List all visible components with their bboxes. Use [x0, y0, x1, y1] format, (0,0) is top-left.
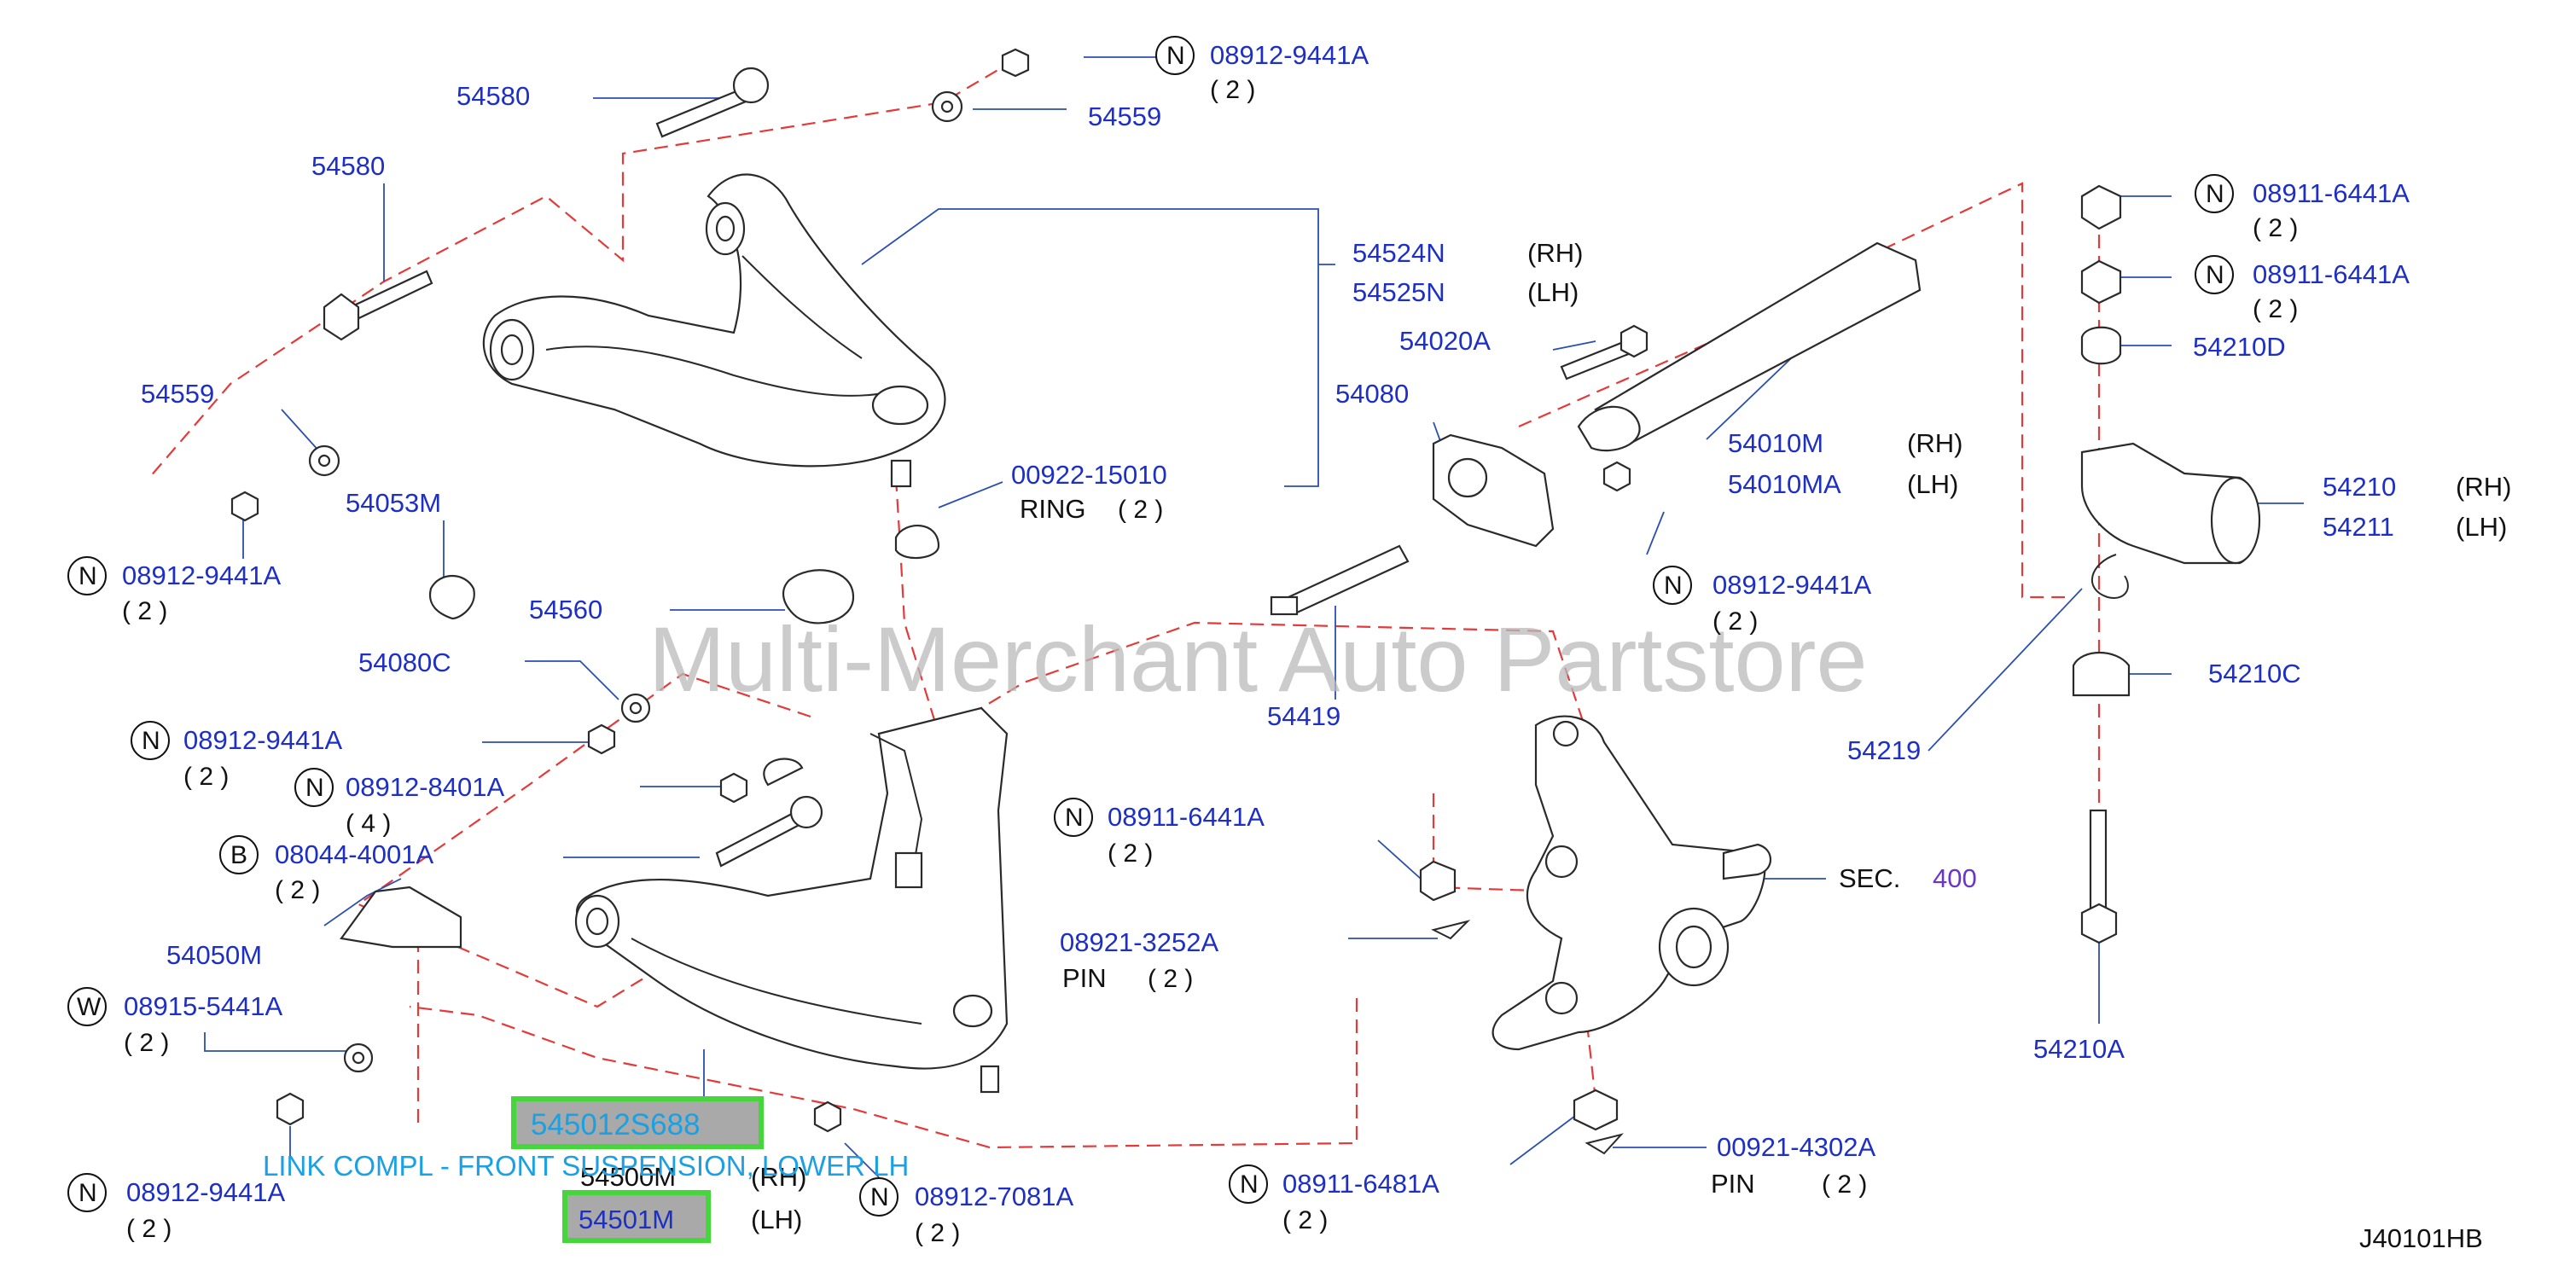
- circle-n-l3: N: [305, 774, 324, 802]
- label-54210A: 54210A: [2033, 1034, 2125, 1064]
- label-54210: 54210: [2323, 472, 2396, 502]
- circle-w-l5: W: [77, 993, 102, 1021]
- highlight-description: LINK COMPL - FRONT SUSPENSION, LOWER LH: [263, 1150, 909, 1182]
- label-sec-number[interactable]: 400: [1933, 863, 1977, 893]
- label-08912-9441A-l6: 08912-9441A: [126, 1177, 285, 1207]
- circle-markers: [67, 36, 2234, 1217]
- label-08912-9441A-mid: 08912-9441A: [1712, 570, 1871, 600]
- label-54559-top: 54559: [1088, 102, 1161, 131]
- qty-b1: ( 2 ): [915, 1219, 960, 1247]
- tension-rod-assembly: [1270, 241, 1922, 616]
- label-54524N: 54524N: [1352, 238, 1445, 268]
- label-08911-6481A: 08911-6481A: [1282, 1169, 1439, 1199]
- circle-b-l4: B: [230, 841, 247, 869]
- steering-knuckle: [1492, 715, 1771, 1051]
- label-54501M: 54501M: [579, 1205, 674, 1234]
- label-08912-7081A: 08912-7081A: [915, 1182, 1073, 1211]
- qty-top: ( 2 ): [1210, 76, 1255, 104]
- label-00922-15010: 00922-15010: [1011, 460, 1167, 490]
- label-54010M: 54010M: [1728, 428, 1823, 458]
- label-54210D: 54210D: [2193, 332, 2286, 362]
- circle-n-b2: N: [1240, 1170, 1259, 1199]
- label-54525N: 54525N: [1352, 277, 1445, 307]
- label-54080C: 54080C: [358, 648, 451, 677]
- label-54010M-rh: (RH): [1907, 428, 1963, 458]
- qty-c1: ( 2 ): [1108, 839, 1153, 868]
- label-54580-top: 54580: [456, 81, 530, 111]
- qty-l4: ( 2 ): [275, 876, 320, 904]
- label-54210C: 54210C: [2208, 659, 2301, 688]
- label-08912-9441A-left1: 08912-9441A: [122, 560, 281, 590]
- qty-l5: ( 2 ): [124, 1029, 169, 1057]
- highlight-box-part-number: [511, 1096, 764, 1149]
- label-08911-6441A-r1: 08911-6441A: [2253, 178, 2410, 208]
- part-labels: 54580 54559 N 08912-9441A ( 2 ) 54580 54…: [77, 40, 2511, 1253]
- circle-n-mid: N: [1664, 572, 1683, 600]
- label-54219: 54219: [1847, 735, 1921, 765]
- qty-ring: ( 2 ): [1118, 496, 1163, 524]
- label-08044-4001A: 08044-4001A: [275, 839, 433, 869]
- qty-l2: ( 2 ): [183, 763, 229, 791]
- label-08912-9441A-l2: 08912-9441A: [183, 725, 342, 755]
- label-54524N-rh: (RH): [1527, 238, 1583, 268]
- label-08911-6441A-c1: 08911-6441A: [1108, 802, 1265, 832]
- label-54500M-rh: (RH): [751, 1162, 806, 1192]
- label-54010MA: 54010MA: [1728, 469, 1841, 499]
- label-54525N-lh: (LH): [1527, 277, 1579, 307]
- watermark-text: Multi-Merchant Auto Partstore: [648, 607, 1868, 711]
- label-54500M: 54500M: [580, 1162, 676, 1192]
- label-54080: 54080: [1335, 379, 1409, 409]
- qty-l3: ( 4 ): [346, 810, 391, 838]
- label-sec: SEC.: [1839, 863, 1900, 893]
- circle-n-r1: N: [2206, 180, 2224, 208]
- circle-n-l6: N: [79, 1179, 97, 1207]
- circle-n-top: N: [1166, 42, 1185, 70]
- lower-control-arm: [276, 706, 1624, 1155]
- label-54419: 54419: [1267, 701, 1340, 731]
- label-54559-left: 54559: [141, 379, 214, 409]
- qty-r2: ( 2 ): [2253, 295, 2298, 323]
- label-08911-6441A-r2: 08911-6441A: [2253, 259, 2410, 289]
- circle-n-b1: N: [870, 1183, 889, 1211]
- circle-n-r2: N: [2206, 261, 2224, 289]
- qty-left1: ( 2 ): [122, 597, 167, 625]
- label-08915-5441A: 08915-5441A: [124, 991, 282, 1021]
- label-54211: 54211: [2323, 512, 2394, 542]
- label-00921-4302A: 00921-4302A: [1717, 1132, 1875, 1162]
- label-54211-lh: (LH): [2456, 512, 2507, 542]
- circle-n-left1: N: [79, 562, 97, 590]
- label-pin-b3: PIN: [1711, 1169, 1755, 1199]
- label-ring: RING: [1020, 494, 1086, 524]
- upper-hardware: [230, 48, 1030, 755]
- qty-l6: ( 2 ): [126, 1215, 172, 1243]
- qty-r1: ( 2 ): [2253, 214, 2298, 242]
- label-54560: 54560: [529, 595, 602, 624]
- qty-mid: ( 2 ): [1712, 607, 1758, 636]
- label-pin-c2: PIN: [1062, 963, 1107, 993]
- stabilizer-hardware: [2072, 184, 2261, 944]
- highlight-box-54501M: [562, 1190, 711, 1243]
- label-08921-3252A: 08921-3252A: [1060, 927, 1218, 957]
- label-54010MA-lh: (LH): [1907, 469, 1958, 499]
- qty-b3: ( 2 ): [1822, 1170, 1867, 1199]
- label-54210-rh: (RH): [2456, 472, 2511, 502]
- label-54050M: 54050M: [166, 940, 262, 970]
- label-54020A: 54020A: [1399, 326, 1491, 356]
- circle-n-c1: N: [1065, 804, 1084, 832]
- circle-n-l2: N: [142, 727, 160, 755]
- label-08912-8401A: 08912-8401A: [346, 772, 504, 802]
- label-54053M: 54053M: [346, 488, 441, 518]
- qty-b2: ( 2 ): [1282, 1206, 1328, 1234]
- label-54580-mid: 54580: [311, 151, 385, 181]
- qty-c2: ( 2 ): [1148, 965, 1193, 993]
- label-08912-9441A-top: 08912-9441A: [1210, 40, 1369, 70]
- diagram-code: J40101HB: [2359, 1223, 2483, 1253]
- upper-control-arm: [482, 173, 946, 488]
- highlight-part-number[interactable]: 545012S688: [531, 1108, 701, 1141]
- label-54501M-lh: (LH): [751, 1205, 802, 1234]
